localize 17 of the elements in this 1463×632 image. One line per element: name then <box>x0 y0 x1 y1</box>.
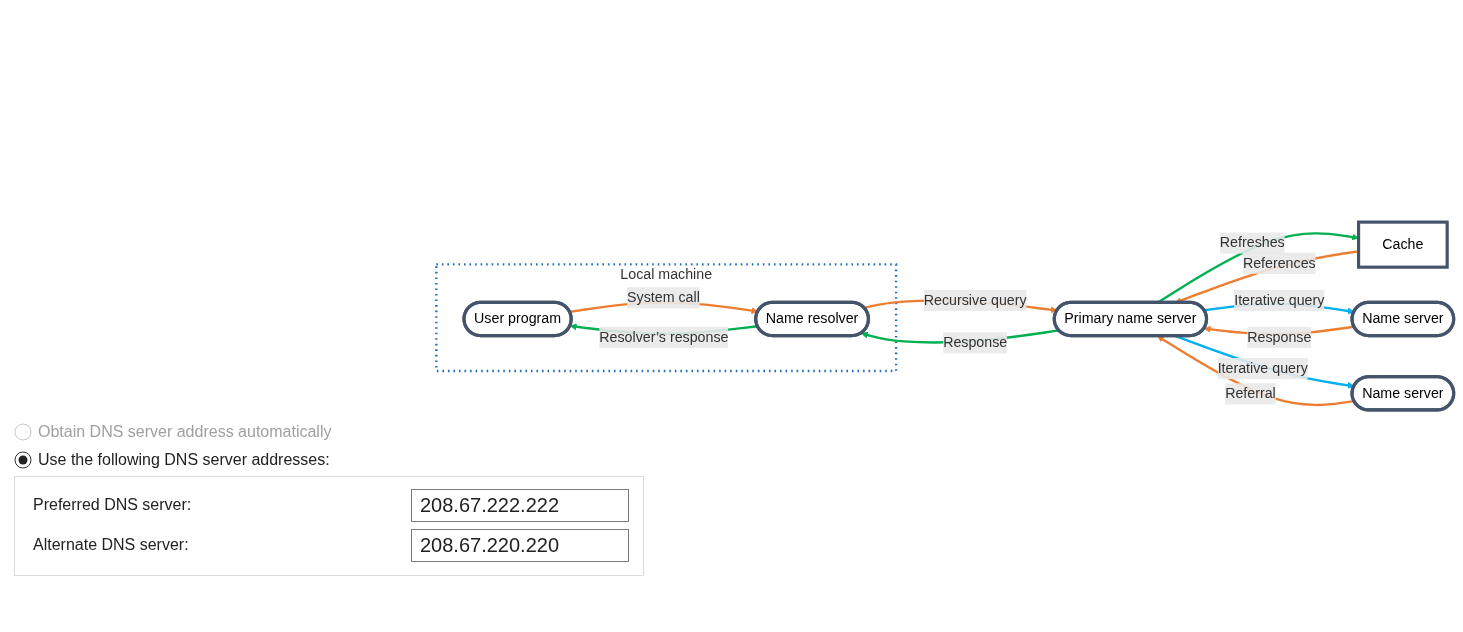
input-field: 208.67.220.220 <box>411 528 629 562</box>
input-field: 208.67.222.222 <box>411 488 629 522</box>
edge-label: Iterative query <box>1234 292 1325 308</box>
option-label: Use the following DNS server addresses: <box>38 451 330 469</box>
edge-label: Iterative query <box>1217 360 1308 377</box>
edge-label: Referral <box>1225 385 1276 402</box>
edge-label: Resolver’s response <box>599 329 729 346</box>
edge-label: System call <box>627 289 700 306</box>
edge-label: Refreshes <box>1219 234 1285 251</box>
node-box: Cache <box>1357 220 1449 269</box>
field-label: Preferred DNS server: <box>33 496 192 514</box>
edge-label: Response <box>1247 329 1312 346</box>
edge-label: Recursive query <box>923 292 1027 308</box>
edge-label: References <box>1242 254 1316 271</box>
option-label: Obtain DNS server address automatically <box>38 423 332 441</box>
edge-label: Response <box>943 334 1008 351</box>
field-label: Alternate DNS server: <box>33 536 189 554</box>
